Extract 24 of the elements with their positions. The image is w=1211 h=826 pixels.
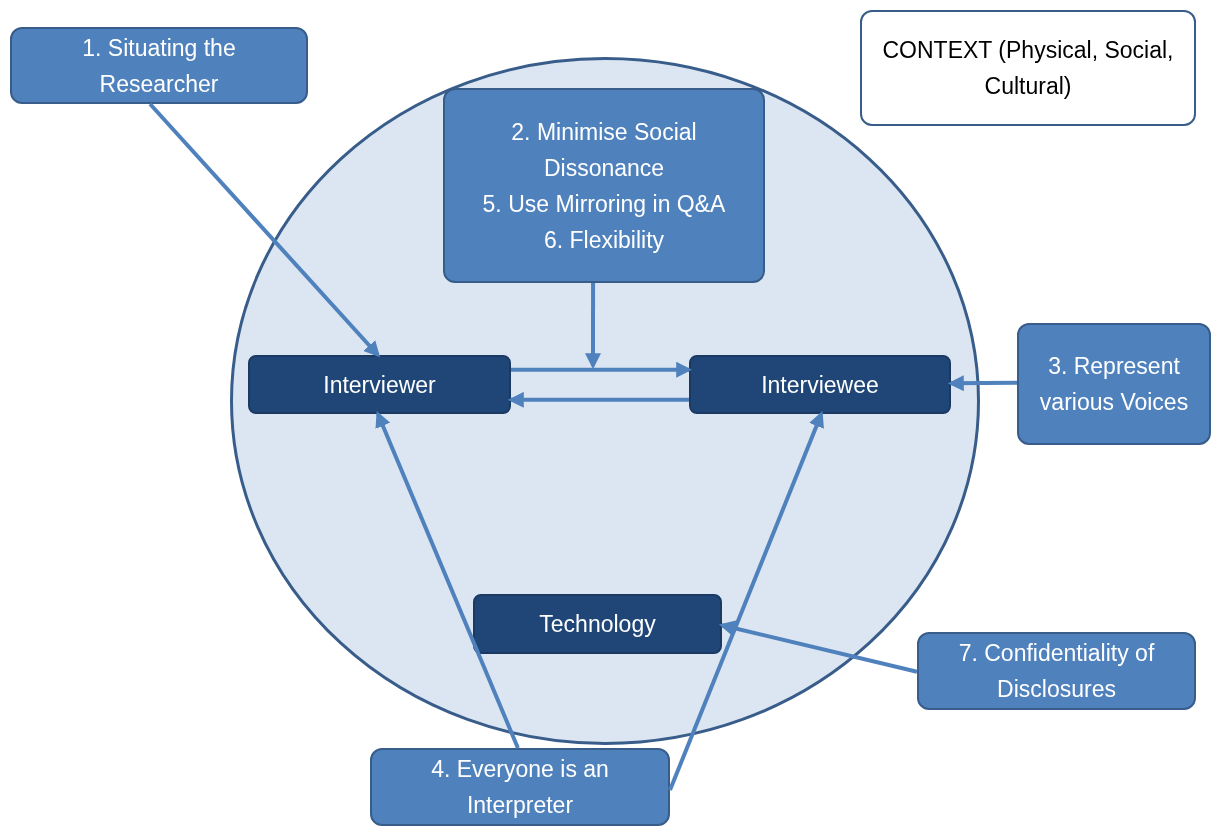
process-box xyxy=(917,632,1196,710)
entity-box xyxy=(689,355,951,414)
node-text: 6. Flexibility xyxy=(542,225,666,255)
node-text: 1. Situating the Researcher xyxy=(81,33,237,99)
note-box xyxy=(860,10,1196,126)
arrow xyxy=(148,102,381,358)
process-box xyxy=(1017,323,1211,445)
entity-box xyxy=(248,355,511,414)
node-text: Technology xyxy=(538,610,657,639)
node-text: 2. Minimise Social Dissonance xyxy=(510,117,698,183)
arrow xyxy=(585,283,601,370)
node-text: Interviewer xyxy=(322,370,437,400)
entity-box xyxy=(473,594,722,654)
arrow xyxy=(668,411,824,791)
process-box xyxy=(370,748,670,826)
node-text: 7. Confidentiality of Disclosures xyxy=(957,639,1156,704)
node-text: Interviewee xyxy=(760,370,880,400)
node-text: CONTEXT (Physical, Social, Cultural) xyxy=(881,36,1175,101)
process-box xyxy=(10,27,308,104)
node-text: 4. Everyone is an Interpreter xyxy=(430,755,610,820)
node-text: 5. Use Mirroring in Q&A xyxy=(481,189,727,219)
arrow xyxy=(375,411,520,749)
node-text: 3. Represent various Voices xyxy=(1038,352,1190,417)
process-box xyxy=(443,88,765,283)
